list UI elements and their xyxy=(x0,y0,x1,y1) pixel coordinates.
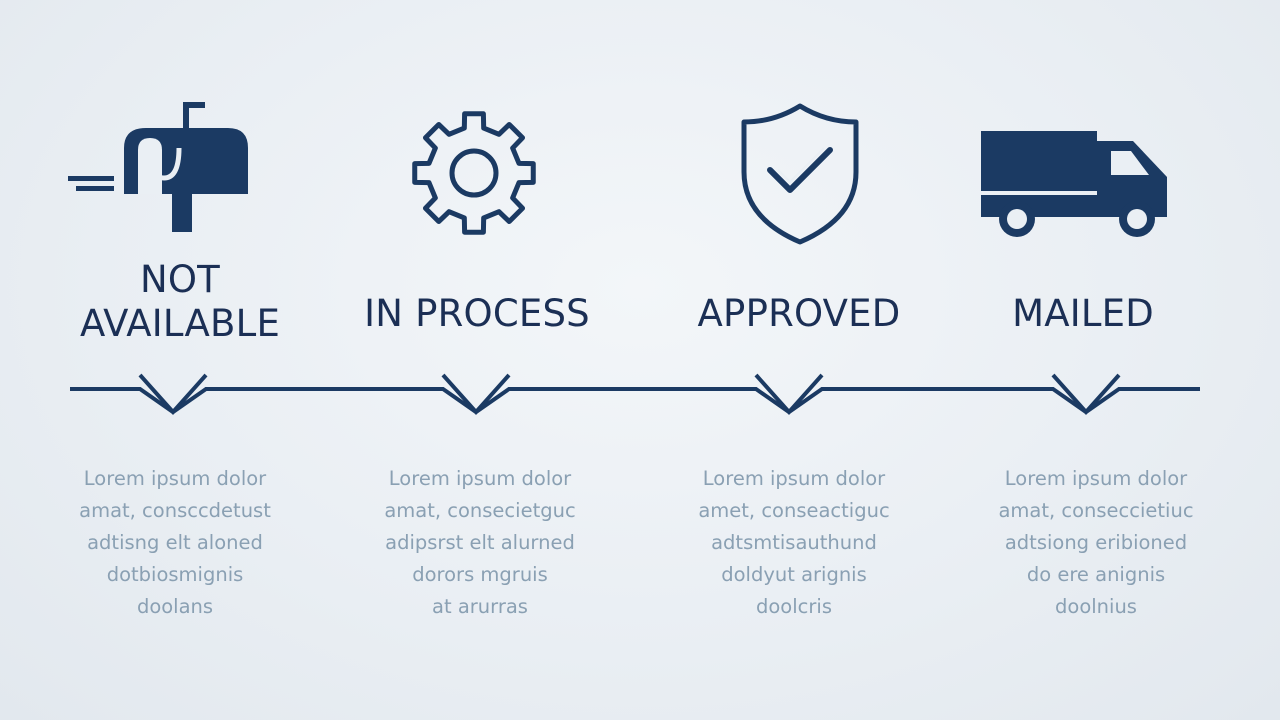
timeline-path xyxy=(70,387,1200,415)
truck-icon xyxy=(981,131,1167,237)
timeline-marker-4 xyxy=(1051,373,1121,416)
description-line: amet, conseactiguc xyxy=(698,499,890,522)
step-title-mailed: MAILED xyxy=(1012,292,1154,335)
description-line: adipsrst elt alurned xyxy=(385,531,575,554)
step-description-mailed: Lorem ipsum dolor amat, conseccietiuc ad… xyxy=(966,463,1226,623)
description-line: doolans xyxy=(136,595,214,618)
description-line: Lorem ipsum dolor xyxy=(83,467,267,490)
description-line: doolnius xyxy=(1055,595,1137,618)
description-line: dotbiosmignis xyxy=(106,563,244,586)
timeline-marker-1 xyxy=(138,373,208,416)
step-title-in-process: IN PROCESS xyxy=(364,292,590,335)
description-line: Lorem ipsum dolor xyxy=(702,467,886,490)
description-line: adtsiong eribioned xyxy=(1004,531,1188,554)
description-line: do ere anignis xyxy=(1026,563,1166,586)
step-description-not-available: Lorem ipsum dolor amat, consccdetust adt… xyxy=(45,463,305,623)
description-line: Lorem ipsum dolor xyxy=(1004,467,1188,490)
description-line: amat, consecietguc xyxy=(384,499,576,522)
description-line: doldyut arignis xyxy=(721,563,867,586)
description-line: amat, consccdetust xyxy=(79,499,271,522)
timeline-marker-2 xyxy=(441,373,511,416)
timeline-marker-3 xyxy=(754,373,824,416)
mailbox-icon xyxy=(68,102,248,232)
step-description-in-process: Lorem ipsum dolor amat, consecietguc adi… xyxy=(350,463,610,623)
step-title-approved: APPROVED xyxy=(697,292,901,335)
step-title-not-available: NOT AVAILABLE xyxy=(79,258,281,345)
description-line: dorors mgruis xyxy=(412,563,548,586)
step-description-approved: Lorem ipsum dolor amet, conseactiguc adt… xyxy=(664,463,924,623)
description-line: Lorem ipsum dolor xyxy=(388,467,572,490)
description-line: at arurras xyxy=(432,595,528,618)
description-line: adtsmtisauthund xyxy=(711,531,877,554)
description-line: doolcris xyxy=(756,595,832,618)
description-line: adtisng elt aloned xyxy=(87,531,263,554)
gear-icon xyxy=(412,111,536,235)
description-line: amat, conseccietiuc xyxy=(998,499,1194,522)
shield-check-icon xyxy=(741,103,859,245)
